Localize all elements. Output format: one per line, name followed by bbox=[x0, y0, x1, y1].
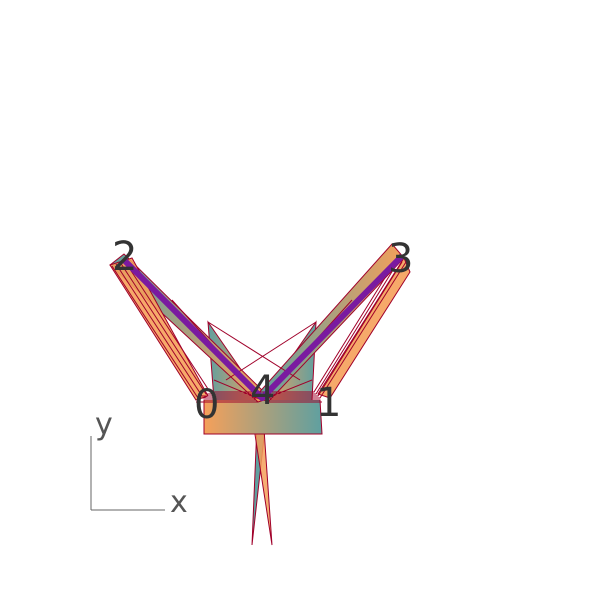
node-label-2: 2 bbox=[112, 234, 137, 280]
node-label-0: 0 bbox=[194, 382, 219, 428]
x-axis-label: x bbox=[170, 485, 188, 520]
purple-v-path bbox=[121, 253, 405, 401]
node-label-3: 3 bbox=[388, 236, 413, 282]
node-label-1: 1 bbox=[316, 380, 341, 426]
y-axis-label: y bbox=[95, 407, 113, 442]
node-label-4: 4 bbox=[250, 368, 275, 414]
